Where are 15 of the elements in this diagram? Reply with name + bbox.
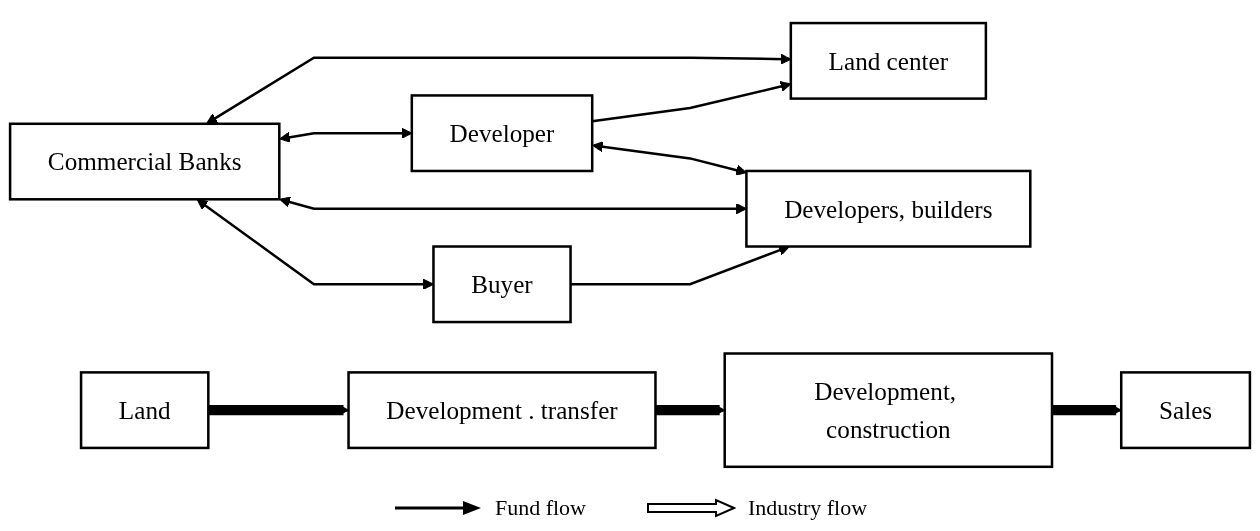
arrow: [196, 198, 434, 290]
node-box: Development . transfer: [347, 370, 657, 449]
node-box: Land: [79, 370, 210, 449]
node-box: Buyer: [432, 244, 572, 323]
node-box: Developer: [410, 93, 594, 172]
node-box: Commercial Banks: [8, 122, 281, 201]
node-box: Developers, builders: [745, 169, 1032, 248]
node-box: Sales: [1119, 370, 1252, 449]
arrow: [592, 140, 747, 176]
node-box: Land center: [789, 21, 988, 100]
arrow: [1052, 404, 1122, 416]
arrow: [279, 196, 747, 214]
legend-label: Fund flow: [494, 495, 586, 521]
node-box: Development, construction: [723, 351, 1054, 468]
legend-label: Industry flow: [747, 495, 868, 521]
